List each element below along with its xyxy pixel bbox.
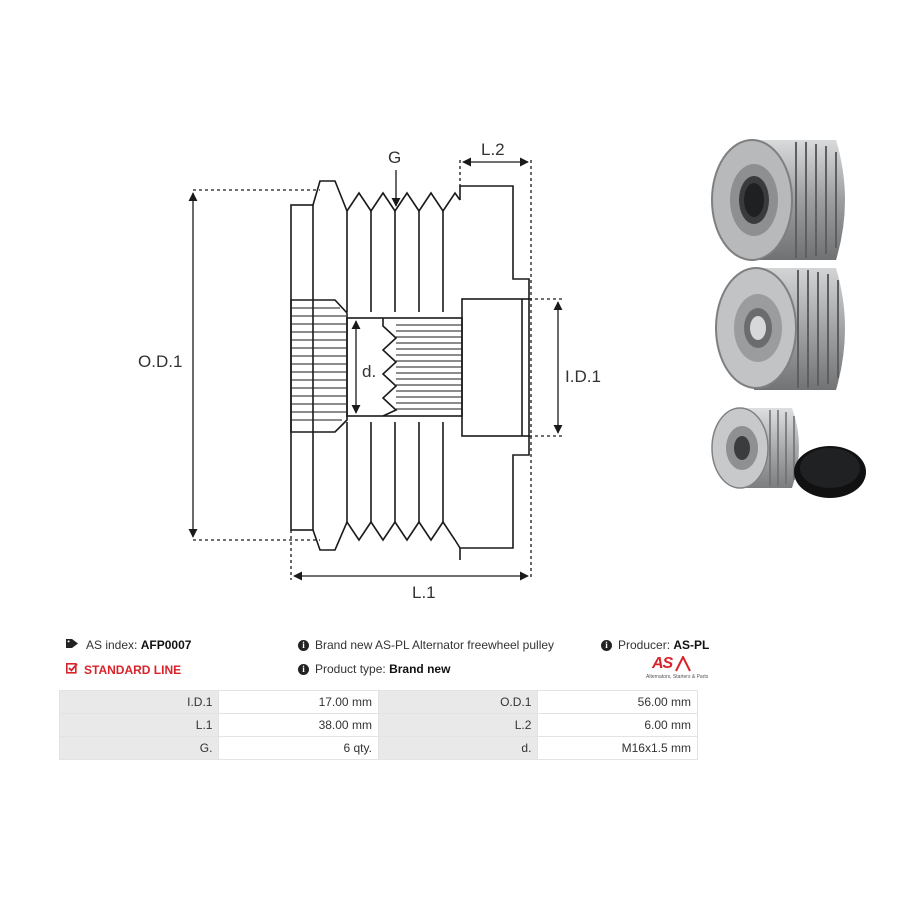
spec-key: d. <box>377 736 539 760</box>
spec-value: 6.00 mm <box>537 713 698 737</box>
label-id1: I.D.1 <box>565 367 601 386</box>
groove-profile-top <box>312 180 461 213</box>
product-type-row: i Product type: Brand new <box>298 662 450 676</box>
spec-key: L.1 <box>58 713 220 737</box>
spec-key: L.2 <box>377 713 539 737</box>
product-type-value: Brand new <box>389 662 451 676</box>
standard-line-label: STANDARD LINE <box>84 662 182 677</box>
table-row: L.1 38.00 mm L.2 6.00 mm <box>58 713 698 737</box>
as-index-value: AFP0007 <box>140 638 192 652</box>
spec-value: M16x1.5 mm <box>537 736 698 760</box>
label-od1: O.D.1 <box>138 352 182 371</box>
info-icon: i <box>298 639 309 651</box>
label-l1: L.1 <box>412 583 436 602</box>
as-pl-logo: AS Alternators, Starters & Parts <box>646 655 709 683</box>
thread-hatch <box>396 324 462 410</box>
checkbox-icon <box>66 662 78 677</box>
spec-key: I.D.1 <box>58 690 220 714</box>
spline-hub <box>290 299 348 433</box>
spec-value: 6 qty. <box>218 736 379 760</box>
pulley-photo-angled <box>711 139 845 261</box>
description-row: i Brand new AS-PL Alternator freewheel p… <box>298 638 554 652</box>
info-icon: i <box>601 639 612 651</box>
logo-mark: AS <box>652 655 673 672</box>
info-icon: i <box>298 663 309 675</box>
spec-value: 56.00 mm <box>537 690 698 714</box>
table-row: I.D.1 17.00 mm O.D.1 56.00 mm <box>58 690 698 714</box>
product-type-label: Product type: <box>315 662 386 676</box>
pulley-technical-drawing: G L.2 O.D.1 I.D.1 d. L.1 <box>138 140 601 602</box>
label-thread: d. <box>362 362 376 381</box>
standard-line-row: STANDARD LINE <box>66 662 181 677</box>
as-index-row: AS index: AFP0007 <box>66 638 191 652</box>
producer-value: AS-PL <box>673 638 710 652</box>
spec-table: I.D.1 17.00 mm O.D.1 56.00 mm L.1 38.00 … <box>58 690 698 760</box>
bearing-block <box>461 298 530 437</box>
table-row: G. 6 qty. d. M16x1.5 mm <box>58 736 698 760</box>
producer-row: i Producer: AS-PL <box>601 638 709 652</box>
spec-key: O.D.1 <box>377 690 539 714</box>
logo-tagline: Alternators, Starters & Parts <box>646 674 709 680</box>
pulley-photo-with-cap <box>711 407 866 498</box>
spec-value: 38.00 mm <box>218 713 379 737</box>
pulley-photo-front <box>715 267 845 390</box>
as-index-label: AS index: <box>86 638 138 652</box>
thread-profile <box>381 318 398 417</box>
left-flange <box>290 204 314 531</box>
label-l2: L.2 <box>481 140 505 159</box>
groove-lines <box>346 211 444 522</box>
spec-key: G. <box>58 736 220 760</box>
description-text: Brand new AS-PL Alternator freewheel pul… <box>315 638 555 652</box>
right-flange <box>459 185 530 560</box>
label-groove: G <box>388 148 401 167</box>
spline-hatch <box>292 307 346 421</box>
tag-icon <box>66 638 80 652</box>
groove-profile-bottom <box>312 520 461 551</box>
spec-value: 17.00 mm <box>218 690 379 714</box>
producer-label: Producer: <box>618 638 671 652</box>
